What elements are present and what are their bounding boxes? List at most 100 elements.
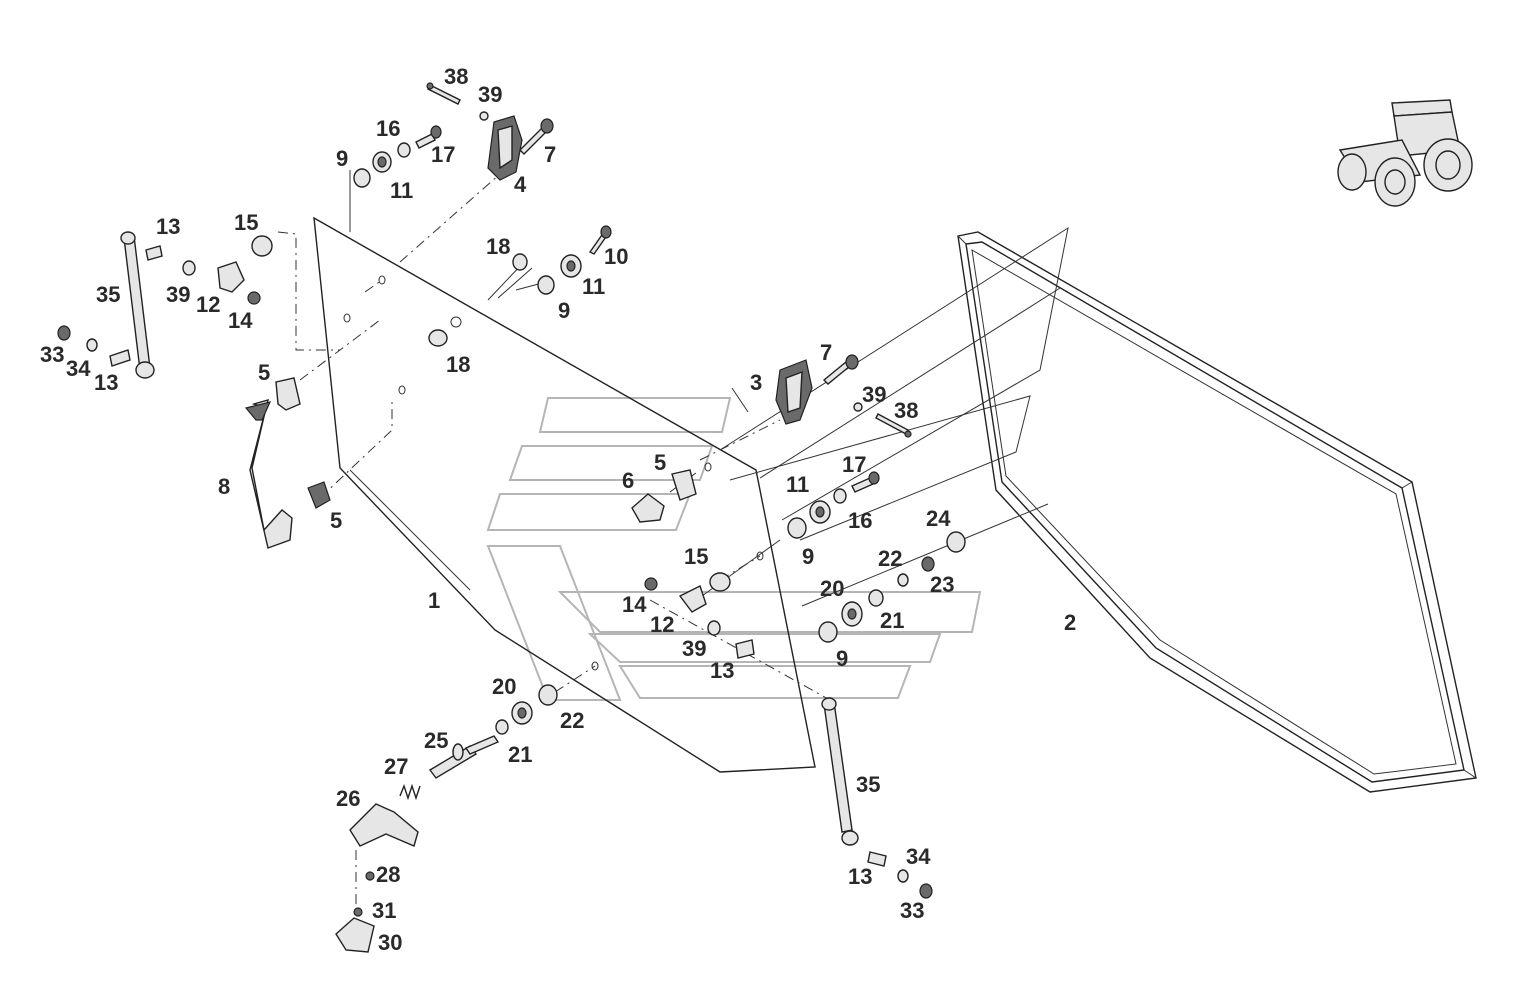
washer-icon xyxy=(251,235,273,257)
callout-9: 9 xyxy=(836,646,848,671)
callout-27: 27 xyxy=(384,754,408,779)
leader-lines xyxy=(277,170,1069,910)
callout-1: 1 xyxy=(428,588,440,613)
callout-10: 10 xyxy=(604,244,628,269)
callout-14: 14 xyxy=(228,308,253,333)
callout-15: 15 xyxy=(234,210,258,235)
callout-39: 39 xyxy=(166,282,190,307)
callout-28: 28 xyxy=(376,862,400,887)
callout-33: 33 xyxy=(40,342,64,367)
nut-icon xyxy=(512,253,528,271)
callout-34: 34 xyxy=(66,356,91,381)
washer-icon xyxy=(479,111,489,121)
callout-11: 11 xyxy=(582,274,605,299)
nut-icon xyxy=(247,291,261,305)
callout-18: 18 xyxy=(446,352,470,377)
callout-22: 22 xyxy=(560,708,584,733)
washer-icon xyxy=(897,573,909,587)
plate-icon xyxy=(671,469,697,501)
washer-icon xyxy=(833,488,847,504)
nut-icon xyxy=(921,556,935,572)
callout-20: 20 xyxy=(492,674,516,699)
callout-9: 9 xyxy=(558,298,570,323)
callout-39: 39 xyxy=(862,382,886,407)
callout-12: 12 xyxy=(196,292,220,317)
callout-9: 9 xyxy=(802,544,814,569)
callout-6: 6 xyxy=(622,468,634,493)
callout-31: 31 xyxy=(372,898,396,923)
callout-39: 39 xyxy=(682,636,706,661)
callout-25: 25 xyxy=(424,728,448,753)
door-handle-icon xyxy=(349,803,419,847)
washer-icon xyxy=(397,142,411,158)
screw-icon xyxy=(415,125,442,149)
washer-icon xyxy=(86,338,98,352)
knob-icon xyxy=(631,493,665,523)
callout-35: 35 xyxy=(856,772,880,797)
washer-icon xyxy=(707,620,721,636)
callout-13: 13 xyxy=(156,214,180,239)
latch-plate-icon xyxy=(335,917,375,953)
callout-26: 26 xyxy=(336,786,360,811)
ball-stud-icon xyxy=(867,851,887,867)
washer-icon xyxy=(853,402,863,412)
callout-labels: 38 39 16 17 7 9 11 4 13 15 18 10 35 39 1… xyxy=(40,64,1076,955)
nut-icon xyxy=(644,577,658,591)
callout-17: 17 xyxy=(431,142,455,167)
callout-4: 4 xyxy=(514,172,527,197)
washer-icon xyxy=(537,275,555,295)
hinge-lower-icon xyxy=(775,359,813,425)
nut-icon xyxy=(57,325,71,341)
latch-shaft-icon xyxy=(428,735,500,779)
parts xyxy=(57,82,966,953)
washer-icon xyxy=(353,168,371,188)
hinge-upper-icon xyxy=(487,115,523,181)
callout-11: 11 xyxy=(390,178,413,203)
callout-14: 14 xyxy=(622,592,647,617)
gas-strut-left-icon xyxy=(120,231,155,379)
callout-21: 21 xyxy=(508,742,532,767)
callout-38: 38 xyxy=(444,64,468,89)
glass-panel xyxy=(313,216,816,773)
callout-21: 21 xyxy=(880,608,904,633)
bolt-icon xyxy=(519,118,554,155)
callout-12: 12 xyxy=(650,612,674,637)
callout-38: 38 xyxy=(894,398,918,423)
callout-7: 7 xyxy=(544,142,556,167)
callout-5: 5 xyxy=(330,508,342,533)
bracket-icon xyxy=(678,585,707,613)
callout-16: 16 xyxy=(848,508,872,533)
callout-15: 15 xyxy=(684,544,708,569)
callout-9: 9 xyxy=(336,146,348,171)
bolt-icon xyxy=(822,354,859,385)
washer-icon xyxy=(495,719,509,735)
callout-22: 22 xyxy=(878,546,902,571)
handle-icon xyxy=(244,398,293,549)
callout-39: 39 xyxy=(478,82,502,107)
callout-3: 3 xyxy=(750,370,762,395)
cap-nut-icon xyxy=(946,531,966,553)
screw-icon xyxy=(353,907,363,917)
ball-stud-icon xyxy=(145,245,163,261)
callout-5: 5 xyxy=(258,360,270,385)
ball-stud-icon xyxy=(109,349,131,367)
callout-8: 8 xyxy=(218,474,230,499)
spring-icon xyxy=(399,783,421,801)
callout-35: 35 xyxy=(96,282,120,307)
screw-icon xyxy=(851,471,880,493)
callout-5: 5 xyxy=(654,450,666,475)
washer-icon xyxy=(818,621,838,643)
callout-30: 30 xyxy=(378,930,402,955)
nut-icon xyxy=(919,883,933,899)
callout-17: 17 xyxy=(842,452,866,477)
callout-7: 7 xyxy=(820,340,832,365)
bracket-icon xyxy=(217,261,245,293)
callout-16: 16 xyxy=(376,116,400,141)
callout-2: 2 xyxy=(1064,610,1076,635)
pin-icon xyxy=(426,82,461,105)
pin-icon xyxy=(875,413,912,438)
washer-icon xyxy=(868,589,884,607)
washer-icon xyxy=(787,517,807,539)
tractor-icon xyxy=(1337,99,1473,207)
callout-23: 23 xyxy=(930,572,954,597)
